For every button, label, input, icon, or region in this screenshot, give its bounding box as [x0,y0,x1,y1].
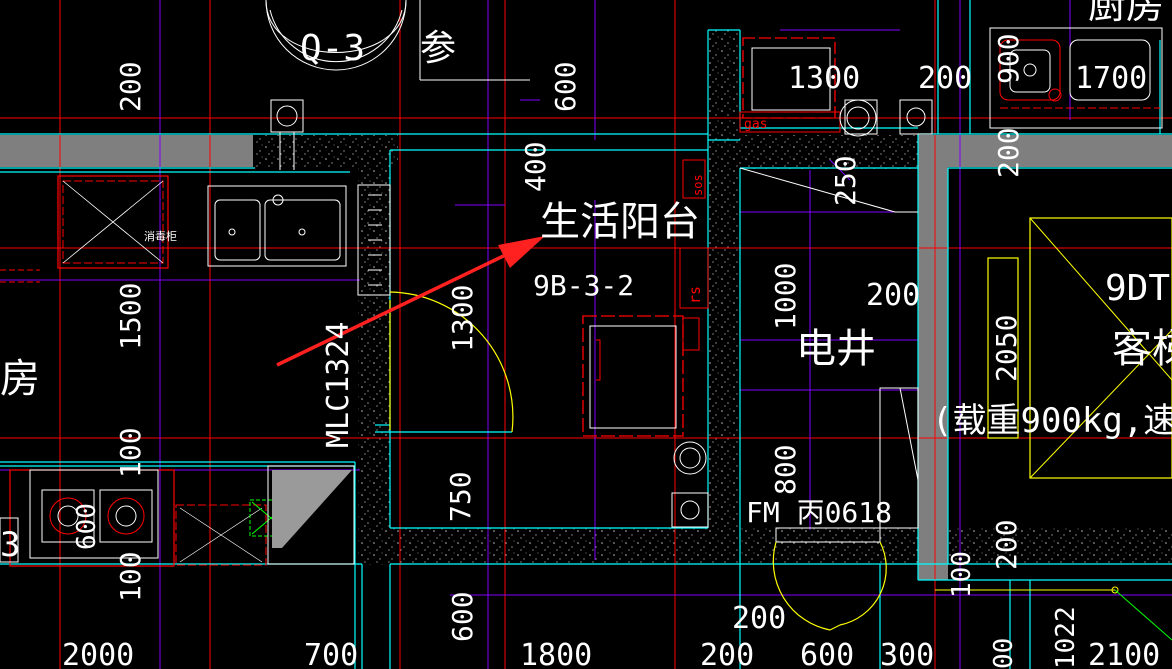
dim-100-a: 100 [114,427,147,478]
dim-1500: 1500 [114,283,147,350]
right-kitchen [989,27,1163,129]
dim-700: 700 [304,638,358,669]
dim-300: 300 [880,638,934,669]
dim-100-c: 100 [947,551,977,598]
gray-walls [0,135,1172,580]
ref-label: 参 [420,28,456,69]
dim-200-b2: 200 [700,638,754,669]
dim-200-right: 200 [992,127,1025,178]
riser-pipe-top [270,99,304,170]
electrical-shaft [739,167,919,631]
dim-00: 00 [989,638,1019,669]
fragment-3: 3 [0,525,20,565]
room-code: 9B-3-2 [533,269,634,302]
dim-100-b: 100 [114,551,147,602]
dim-1700: 1700 [1075,61,1147,96]
dim-1000: 1000 [769,263,802,330]
dim-200-top: 200 [918,61,972,96]
dim-1300-top: 1300 [788,61,860,96]
elevator-code: 9DT [1105,268,1170,309]
rs-label: rs [686,286,704,304]
circle-tag-q3 [265,0,530,81]
dim-2100: 2100 [1088,638,1160,669]
dim-2050: 2050 [990,315,1023,382]
annotation-arrow [276,236,545,367]
dim-750: 750 [444,471,477,522]
elevator [935,217,1172,641]
circle-tag-label: Q-3 [300,28,365,69]
room-name: 生活阳台 [540,199,700,245]
dim-400: 400 [519,141,552,192]
shaft-name: 电井 [796,326,876,372]
dim-600-b2: 600 [800,638,854,669]
top-fixtures [739,37,933,137]
concrete-walls [255,30,1172,565]
dim-1300-mid: 1300 [446,285,479,352]
dim-600-b: 600 [72,503,102,550]
kitchen-left-label: 房 [0,356,40,402]
kitchen-right-label: 厨房 [1088,0,1164,27]
dim-600-c: 600 [446,591,479,642]
balcony-fixtures [582,159,709,528]
gas-label: gas [744,117,767,132]
dim-1800: 1800 [520,638,592,669]
dim-250: 250 [829,155,862,206]
left-kitchen [0,175,355,567]
dim-600-a: 600 [549,61,582,112]
dim-900: 900 [992,33,1025,84]
dim-1022: 1022 [1051,606,1081,669]
dim-200-bot: 200 [732,601,786,636]
dim-200-mid: 200 [866,278,920,313]
door-code: MLC1324 [321,322,356,448]
elevator-name: 客梯 [1112,326,1172,372]
dim-2000: 2000 [62,638,134,669]
sos-label: sos [691,174,705,196]
elevator-load: (载重900kg,速 [932,401,1172,441]
dim-200-low: 200 [990,519,1023,570]
dim-800: 800 [769,444,802,495]
fire-door-code: FM 丙0618 [746,496,892,529]
dim-200-a: 200 [114,61,147,112]
disinfect-cabinet-label: 消毒柜 [144,229,177,243]
